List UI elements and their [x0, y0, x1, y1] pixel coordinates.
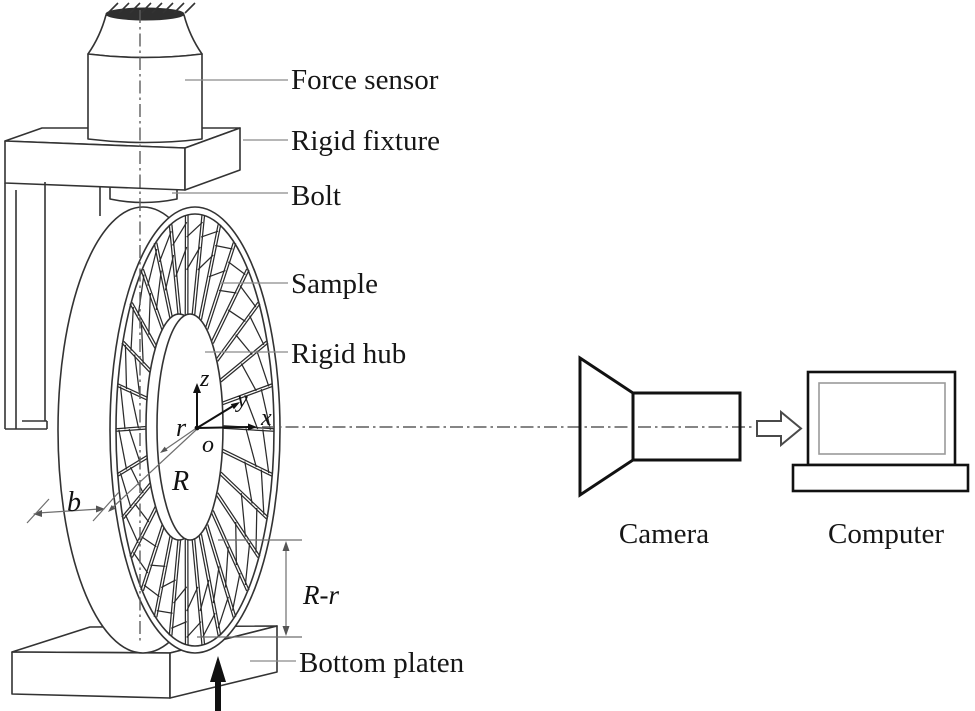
label-sample: Sample	[291, 268, 378, 300]
axis-label-origin: o	[202, 432, 214, 458]
axis-label-z: z	[199, 366, 210, 392]
coordinate-axes: z y x o	[193, 366, 272, 458]
sample-wheel-drawing	[57, 206, 281, 654]
dimension-r: r	[160, 413, 196, 453]
load-arrow-icon	[210, 656, 226, 711]
axis-label-x: x	[260, 405, 272, 431]
force-sensor-drawing	[87, 2, 203, 144]
dim-label-R-minus-r: R-r	[302, 580, 339, 610]
part-labels: Force sensor Rigid fixture Bolt Sample R…	[172, 64, 465, 679]
label-bolt: Bolt	[291, 180, 341, 212]
dimension-b: b	[26, 487, 120, 524]
dim-label-r: r	[176, 413, 187, 442]
label-force-sensor: Force sensor	[291, 64, 439, 96]
axis-label-y: y	[235, 387, 248, 413]
computer-base	[791, 463, 970, 493]
dim-label-b: b	[67, 487, 81, 518]
data-flow-arrow-icon	[756, 409, 803, 448]
computer-screen	[818, 382, 946, 455]
label-bottom-platen: Bottom platen	[299, 647, 465, 679]
dim-label-R: R	[171, 466, 189, 497]
camera-drawing: Camera	[578, 355, 742, 550]
label-camera: Camera	[619, 518, 709, 550]
ground-hatching	[107, 2, 196, 14]
dimension-R-minus-r: R-r	[197, 539, 339, 638]
computer-drawing: Computer	[791, 370, 970, 550]
label-rigid-fixture: Rigid fixture	[291, 125, 440, 157]
dimension-R: R	[108, 429, 197, 512]
label-computer: Computer	[828, 518, 944, 550]
label-rigid-hub: Rigid hub	[291, 338, 406, 370]
spoke-lattice	[115, 214, 275, 645]
